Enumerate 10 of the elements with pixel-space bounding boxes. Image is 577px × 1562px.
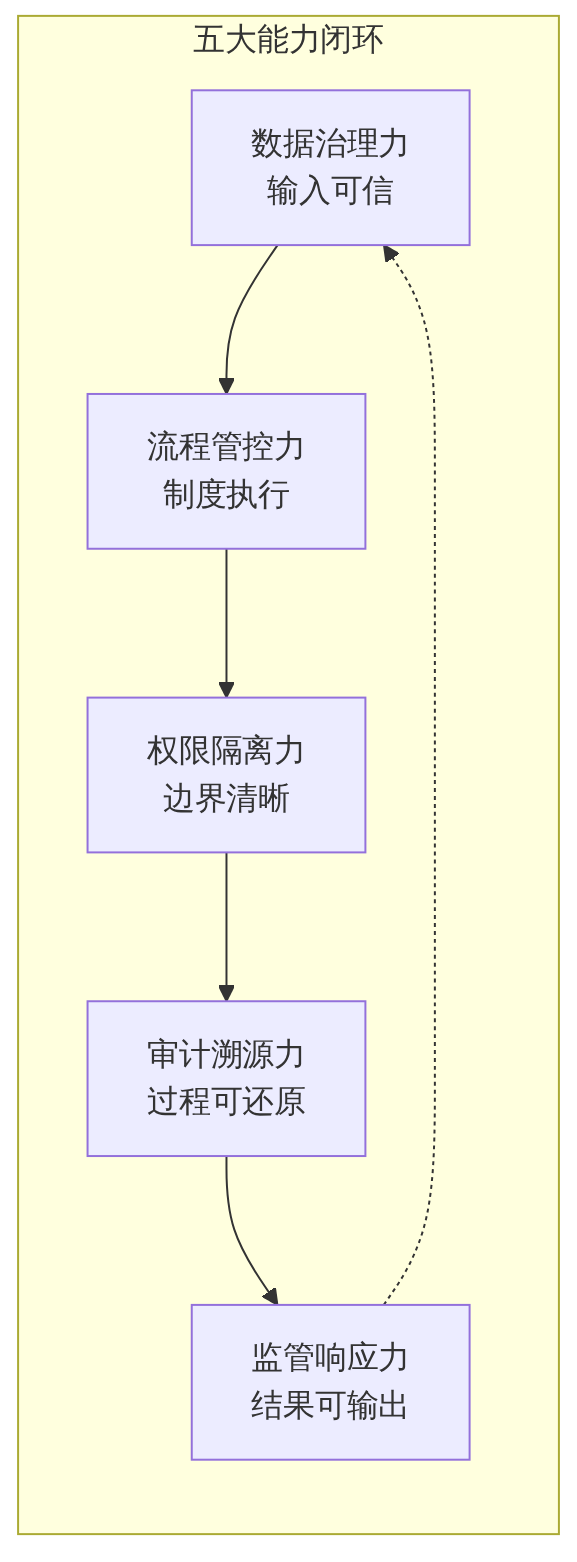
- node-box: 数据治理力 输入可信: [190, 89, 471, 247]
- arrow: [217, 851, 236, 1003]
- arrow: [382, 244, 436, 1306]
- node-box: 审计溯源力 过程可还原: [86, 1000, 367, 1158]
- arrow: [217, 244, 279, 395]
- node-box: 权限隔离力 边界清晰: [86, 696, 367, 854]
- arrow: [225, 1155, 279, 1306]
- arrow: [217, 547, 236, 699]
- node-box: 监管响应力 结果可输出: [190, 1303, 471, 1461]
- node-box: 流程管控力 制度执行: [86, 392, 367, 550]
